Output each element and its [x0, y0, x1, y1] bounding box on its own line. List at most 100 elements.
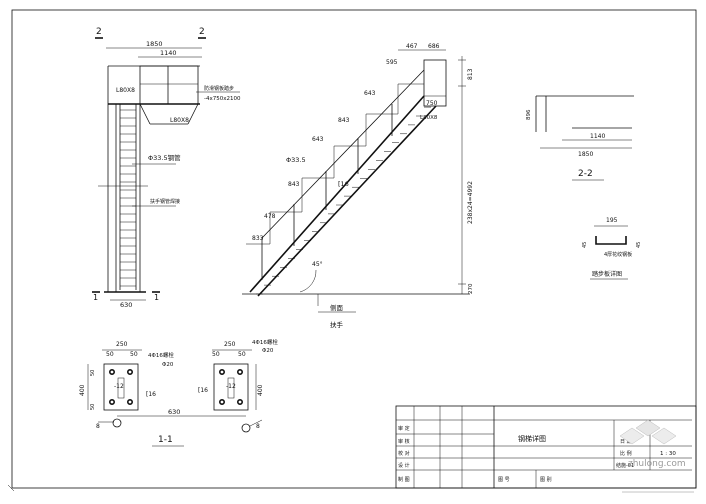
caption-bottom: 扶手 — [330, 320, 344, 329]
side-angle-label: L80X8 — [420, 115, 438, 121]
pr-anchor-circle — [241, 423, 251, 433]
watermark-mark-1 — [635, 419, 661, 437]
dim-1140: 1140 — [160, 49, 177, 57]
dim-1850: 1850 — [146, 40, 163, 48]
pr-plate — [213, 363, 249, 411]
pipe-label: Φ33.5钢管 — [148, 153, 181, 162]
dim-630-elev: 630 — [120, 301, 132, 309]
pr-dim-50b: 50 — [238, 351, 246, 358]
pl-dim-50b: 50 — [130, 351, 138, 358]
pl-dim-50d: 50 — [90, 404, 96, 410]
dim-step-478: 478 — [264, 213, 276, 220]
brace-left — [139, 103, 151, 125]
section-mark-1-left-label: 1 — [93, 293, 98, 302]
pl-plate — [103, 363, 139, 411]
dim-step-833: 833 — [252, 235, 264, 242]
tread-dim-195: 195 — [606, 217, 618, 224]
pr-channel-label: [16 — [198, 387, 208, 394]
pr-bolt-4 — [237, 398, 244, 405]
note-lower: 扶手钢管焊接 — [150, 198, 180, 205]
tread-plate — [595, 236, 627, 245]
base-plate-right: 250 50 50 4Φ16螺栓 Φ20 -12 [16 400 8 — [198, 338, 278, 433]
tb-scale: 1 : 30 — [660, 451, 676, 457]
tread-dim-right: 45 — [636, 242, 642, 248]
side-view: 467 686 750 L80X8 833 478 843 643 843 64… — [242, 43, 474, 329]
pr-bolt-3 — [219, 398, 226, 405]
pr-dim-250: 250 — [224, 341, 236, 348]
pr-dim-50a: 50 — [212, 351, 220, 358]
base-plate-left: 250 50 50 4Φ16螺栓 Φ20 -12 [16 400 50 50 8 — [79, 341, 174, 430]
note-right-2: -4x750x2100 — [204, 96, 241, 102]
tb-sheet-no: 结施-01 — [616, 462, 634, 469]
pr-bolt-1 — [219, 368, 226, 375]
angle-label-top: L80X8 — [116, 87, 135, 94]
dim-step-843a: 843 — [288, 181, 300, 188]
dim-750: 750 — [426, 100, 438, 107]
pl-dim-400: 400 — [79, 384, 86, 396]
dim-right-270: 270 — [468, 283, 474, 294]
pl-dim-50a: 50 — [106, 351, 114, 358]
s22-label: 2-2 — [578, 169, 593, 179]
caption-top: 侧面 — [330, 303, 344, 312]
watermark-logo: zhulong.com — [619, 419, 686, 469]
stringer-upper — [249, 95, 425, 293]
tread-detail: 195 45 45 4厚花纹钢板 踏步板详图 — [582, 217, 642, 280]
base-plates-shared: 630 1-1 — [117, 408, 246, 447]
tb-right-label-1: 日 期 — [620, 439, 632, 445]
pl-anchor-circle — [112, 418, 122, 428]
slope-label: 45° — [312, 261, 323, 268]
section-1-1-label: 1-1 — [158, 435, 173, 445]
watermark-text: zhulong.com — [628, 459, 686, 469]
tb-row-label-1: 审 定 — [398, 425, 410, 432]
watermark-mark-2 — [619, 427, 645, 445]
tread-label: 踏步板详图 — [592, 270, 622, 278]
dim-step-643a: 643 — [312, 136, 324, 143]
title-block: 钢梯详图 审 定 审 核 校 对 设 计 制 图 日 期 比 例 1 : 30 … — [395, 405, 697, 489]
platform-guardrail — [139, 65, 199, 105]
tb-row-label-2: 审 核 — [398, 438, 410, 445]
corner-mark — [7, 484, 15, 492]
pl-bolt-2 — [127, 368, 134, 375]
dim-467: 467 — [406, 43, 418, 50]
pl-hole: Φ20 — [162, 362, 174, 368]
slope-arc — [299, 269, 317, 293]
tb-row-label-4: 设 计 — [398, 462, 410, 469]
plates-dim-630: 630 — [168, 408, 180, 416]
section-mark-1-right-label: 1 — [154, 293, 159, 302]
pl-bolt-3 — [109, 398, 116, 405]
angle-label-mid: L80X8 — [170, 117, 189, 124]
side-pipe-label: Φ33.5 — [286, 156, 306, 164]
tread-dim-left: 45 — [582, 242, 588, 248]
sheet-border — [11, 9, 697, 489]
section-2-2: 896 1140 1850 2-2 — [526, 95, 634, 181]
dim-right-long: 238x24=4992 — [467, 181, 474, 224]
pr-bolt: 4Φ16螺栓 — [252, 338, 278, 346]
dim-step-843b: 843 — [338, 117, 350, 124]
pl-channel — [117, 377, 125, 399]
ladder-rungs — [120, 109, 136, 287]
pr-bolt-2 — [237, 368, 244, 375]
tb-right-label-2: 比 例 — [620, 450, 632, 457]
pl-bolt: 4Φ16螺栓 — [148, 351, 174, 359]
s22-dim-896: 896 — [526, 109, 532, 120]
pl-bolt-4 — [127, 398, 134, 405]
section-mark-2-left-label: 2 — [96, 27, 102, 37]
side-channel-label: [16 — [338, 180, 349, 188]
note-right-1: 防滑钢板踏步 — [204, 85, 234, 92]
handrail — [261, 69, 425, 239]
s22-dim-1140: 1140 — [590, 133, 605, 140]
section-mark-2-right-label: 2 — [199, 27, 205, 37]
dim-step-595: 595 — [386, 59, 398, 66]
pl-bolt-1 — [109, 368, 116, 375]
dim-right-813: 813 — [467, 68, 474, 80]
tb-drawing-title: 钢梯详图 — [518, 434, 546, 443]
tread-note: 4厚花纹钢板 — [604, 251, 632, 258]
pl-thickness: -12 — [114, 383, 124, 390]
dim-686: 686 — [428, 43, 440, 50]
tb-row-label-3: 校 对 — [398, 450, 410, 457]
tb-bottom-label-2: 图 别 — [540, 476, 552, 483]
dim-step-643b: 643 — [364, 90, 376, 97]
tb-bottom-label-1: 图 号 — [498, 477, 510, 483]
pr-channel — [227, 377, 235, 399]
